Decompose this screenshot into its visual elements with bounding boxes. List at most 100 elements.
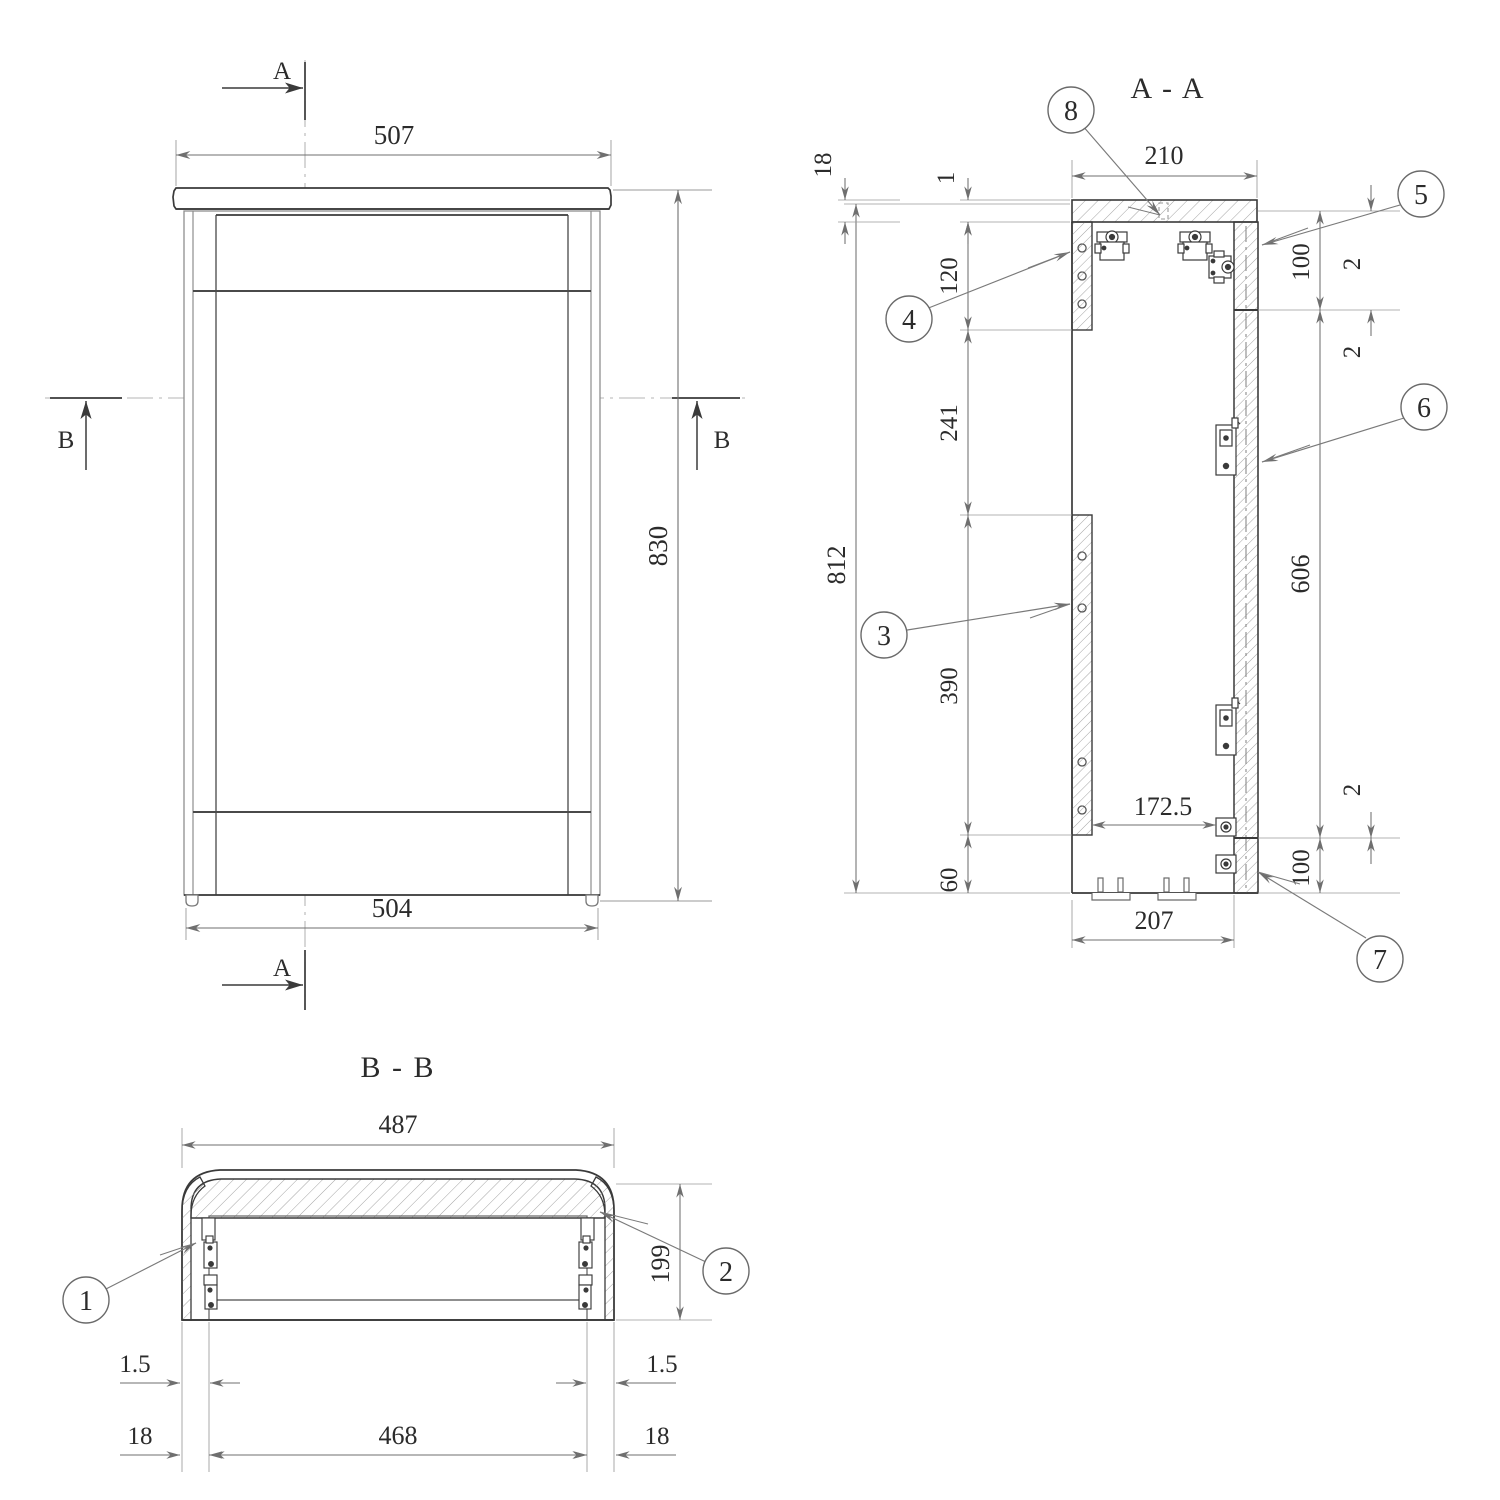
dimension-1-5-left: 1.5 <box>119 1351 240 1387</box>
dimension-100-top: 100 <box>1258 210 1400 311</box>
dimension-value-468: 468 <box>379 1421 418 1450</box>
balloon-number-7: 7 <box>1373 945 1387 976</box>
aa-lower-side-panel <box>1071 514 1093 836</box>
aa-hinge-upper <box>1215 417 1241 476</box>
balloon-8: 8 <box>1047 86 1161 216</box>
dimension-606: 606 <box>1286 310 1324 838</box>
balloon-7: 7 <box>1257 871 1404 983</box>
dimension-value-100-top: 100 <box>1288 243 1315 281</box>
dimension-199: 199 <box>616 1183 712 1321</box>
dimension-value-390: 390 <box>936 667 963 705</box>
dimension-812: 812 <box>822 203 1070 894</box>
section-marker-b-right: B <box>672 397 740 470</box>
dimension-value-812: 812 <box>822 546 851 585</box>
dimension-100-bottom: 100 <box>1258 838 1400 894</box>
dimension-value-210: 210 <box>1145 141 1184 170</box>
front-foot-right <box>585 894 599 907</box>
dimension-value-606: 606 <box>1286 555 1315 594</box>
bb-top-slab-hatch <box>190 1178 606 1219</box>
dimension-value-172-5: 172.5 <box>1134 792 1193 821</box>
dimension-1-5-right: 1.5 <box>556 1351 678 1387</box>
bb-witness-lines <box>181 1322 615 1472</box>
dimension-value-241: 241 <box>936 404 963 442</box>
dimension-value-2-b: 2 <box>1339 346 1366 359</box>
balloon-number-1: 1 <box>79 1286 93 1317</box>
balloon-number-2: 2 <box>719 1257 733 1288</box>
aa-lower-panel-holes <box>1077 551 1087 815</box>
dimension-207: 207 <box>1071 895 1235 948</box>
dimension-value-504: 504 <box>372 893 413 923</box>
dimension-value-120: 120 <box>936 257 963 295</box>
balloon-5: 5 <box>1261 170 1445 246</box>
dimension-487: 487 <box>181 1110 615 1168</box>
bb-cam-left-upper <box>201 1217 218 1269</box>
section-label-b-left: B <box>58 427 75 454</box>
aa-top-panel <box>1071 199 1258 223</box>
balloon-3: 3 <box>860 602 1071 659</box>
section-bb-title: B - B <box>360 1051 435 1084</box>
dimension-241: 241 <box>936 330 1072 516</box>
aa-hinge-lower <box>1215 697 1241 756</box>
section-marker-a-bottom: A <box>222 950 306 1010</box>
aa-bottom-fitting-1 <box>1215 817 1237 837</box>
dimension-value-60: 60 <box>936 868 963 893</box>
dimension-830: 830 <box>600 189 712 902</box>
balloon-2: 2 <box>599 1211 750 1295</box>
bb-cam-right-lower <box>578 1274 593 1310</box>
bb-left-wall-hatch <box>181 1176 206 1321</box>
section-marker-a-top: A <box>222 58 306 120</box>
aa-cam-fitting-2 <box>1177 230 1213 261</box>
balloon-6: 6 <box>1261 383 1448 463</box>
balloon-number-5: 5 <box>1414 180 1428 211</box>
balloon-number-8: 8 <box>1064 96 1078 127</box>
aa-upper-panel-holes <box>1077 243 1087 309</box>
dimension-value-1: 1 <box>933 172 960 185</box>
balloon-number-3: 3 <box>877 621 891 652</box>
aa-bottom-fitting-2 <box>1215 854 1237 874</box>
dimension-468: 468 <box>209 1421 587 1459</box>
dimension-507: 507 <box>175 120 612 186</box>
dimension-value-2-a: 2 <box>1339 258 1366 271</box>
dimension-2-c: 2 <box>1258 784 1400 864</box>
dimension-value-830: 830 <box>643 526 673 567</box>
dimension-value-207: 207 <box>1135 906 1174 935</box>
dimension-value-18-bottom-right: 18 <box>645 1423 670 1450</box>
section-aa-title: A - A <box>1130 72 1205 105</box>
dimension-18-left: 18 <box>810 153 900 244</box>
dimension-value-1-5-right: 1.5 <box>646 1351 677 1378</box>
bb-cam-right-upper <box>578 1217 595 1269</box>
dimension-value-18-bottom-left: 18 <box>128 1423 153 1450</box>
aa-cam-fitting-3 <box>1208 250 1235 284</box>
section-label-a-bottom: A <box>273 955 291 982</box>
dimension-60: 60 <box>936 835 972 893</box>
dimension-value-2-c: 2 <box>1339 784 1366 797</box>
dimension-18-bottom-right: 18 <box>556 1423 676 1459</box>
dimension-value-18-left: 18 <box>810 153 837 178</box>
bb-cam-left-lower <box>203 1274 218 1310</box>
dimension-value-487: 487 <box>379 1110 418 1139</box>
dimension-390: 390 <box>936 515 1072 836</box>
balloon-1: 1 <box>62 1242 197 1324</box>
front-cabinet-outline <box>183 210 601 896</box>
dimension-172-5: 172.5 <box>1092 792 1216 829</box>
section-label-b-right: B <box>714 427 731 454</box>
dimension-504: 504 <box>185 893 599 940</box>
front-view: A A B B 507 <box>45 58 745 1010</box>
balloon-4: 4 <box>885 251 1071 343</box>
dimension-2-a: 2 <box>1339 185 1375 336</box>
dimension-120: 120 <box>936 222 1072 331</box>
dimension-value-100-bottom: 100 <box>1288 849 1315 887</box>
section-label-a-top: A <box>273 58 291 85</box>
section-aa-view: A - A <box>810 72 1448 983</box>
aa-feet <box>1091 877 1197 901</box>
front-foot-left <box>185 894 199 907</box>
dimension-210: 210 <box>1071 141 1258 198</box>
aa-upper-side-panel <box>1071 221 1093 331</box>
aa-cam-fitting-1 <box>1094 230 1130 261</box>
dimension-2-b: 2 <box>1339 346 1366 359</box>
dimension-value-199: 199 <box>646 1245 675 1284</box>
section-marker-b-left: B <box>50 397 122 470</box>
balloon-number-6: 6 <box>1417 393 1431 424</box>
